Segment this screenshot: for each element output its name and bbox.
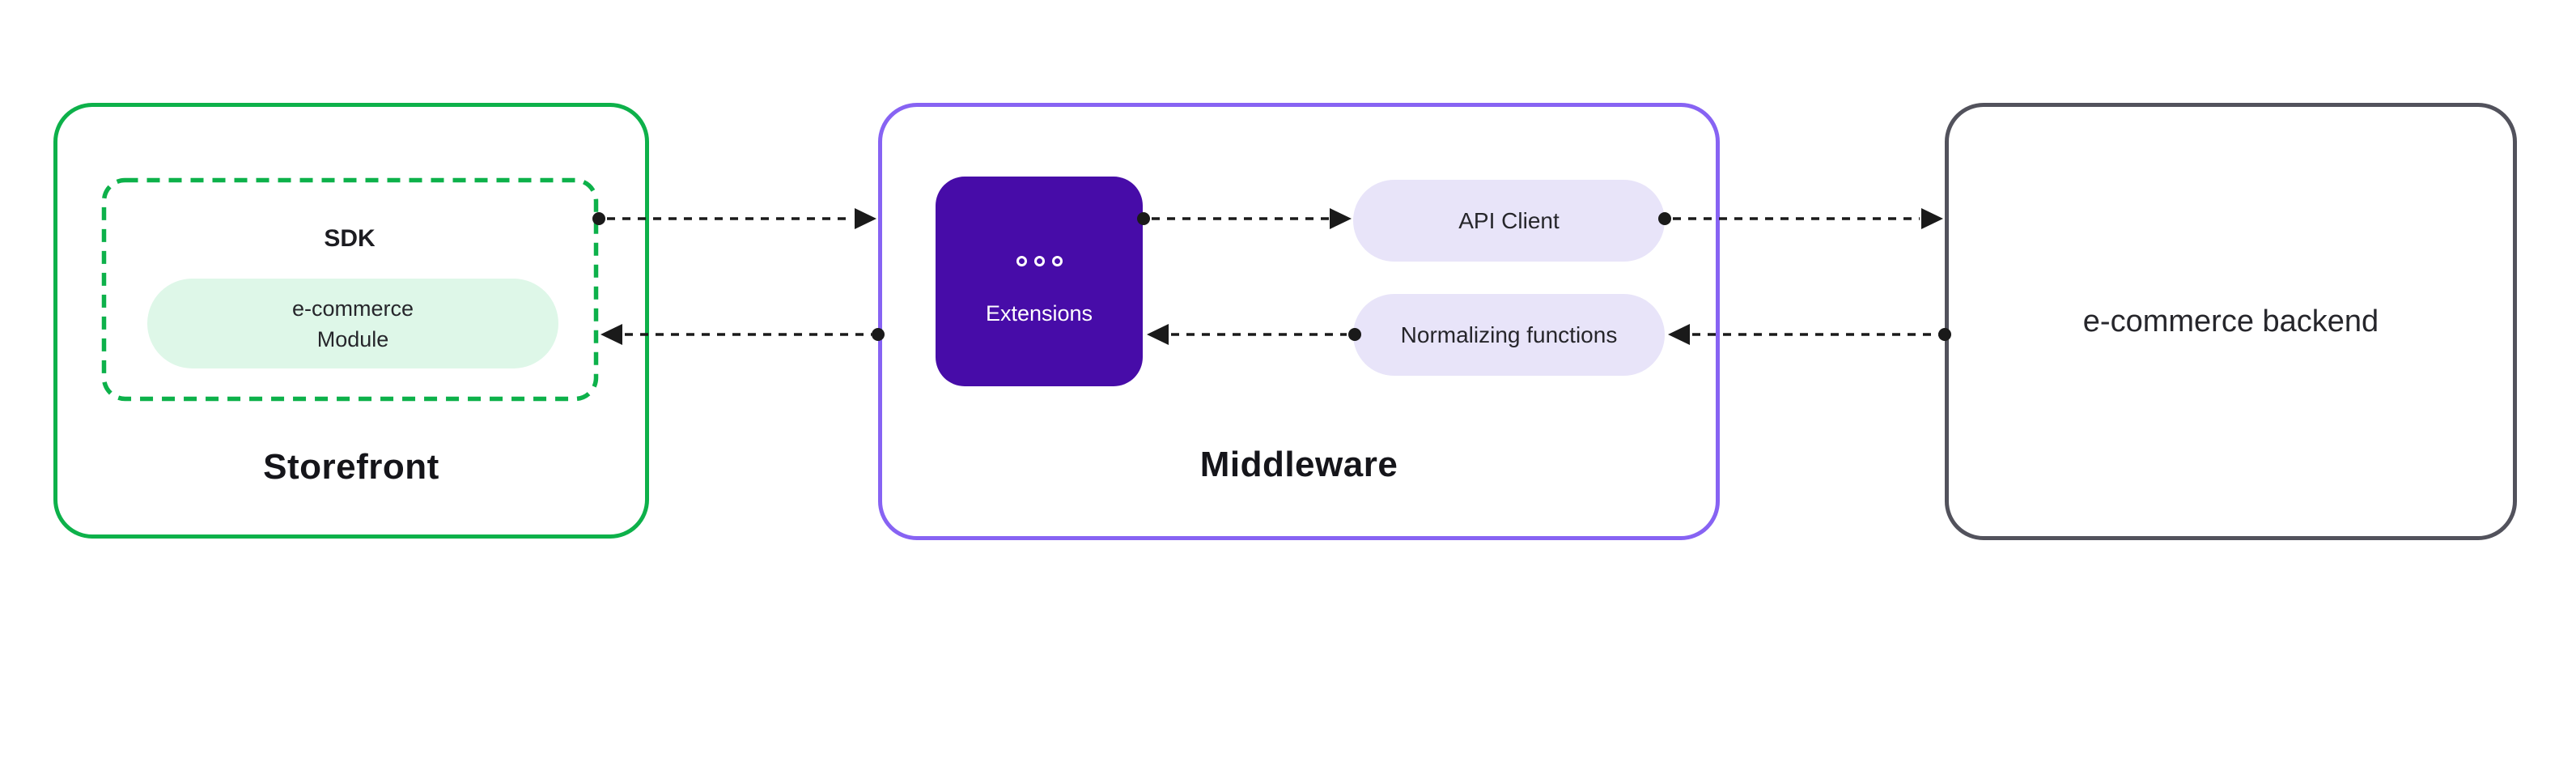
dot-icon <box>1016 256 1027 266</box>
ecommerce-module-label: e-commerce Module <box>291 296 414 351</box>
extensions-card: Extensions <box>936 177 1143 386</box>
normalizing-functions-label: Normalizing functions <box>1400 322 1618 347</box>
normalizing-functions-pill: Normalizing functions <box>1353 294 1665 376</box>
extensions-label: Extensions <box>985 301 1093 326</box>
dot-icon <box>1033 256 1045 266</box>
backend-box: e-commerce backend <box>1945 103 2517 540</box>
middleware-label: Middleware <box>1199 445 1398 484</box>
sdk-label: SDK <box>324 225 376 252</box>
api-client-label: API Client <box>1458 207 1560 233</box>
storefront-label: Storefront <box>263 447 439 487</box>
ecommerce-module-pill: e-commerce Module <box>147 279 558 368</box>
three-dots-icon <box>936 256 1143 266</box>
api-client-pill: API Client <box>1353 180 1665 262</box>
backend-label: e-commerce backend <box>2082 304 2379 339</box>
dot-icon <box>1051 256 1063 266</box>
